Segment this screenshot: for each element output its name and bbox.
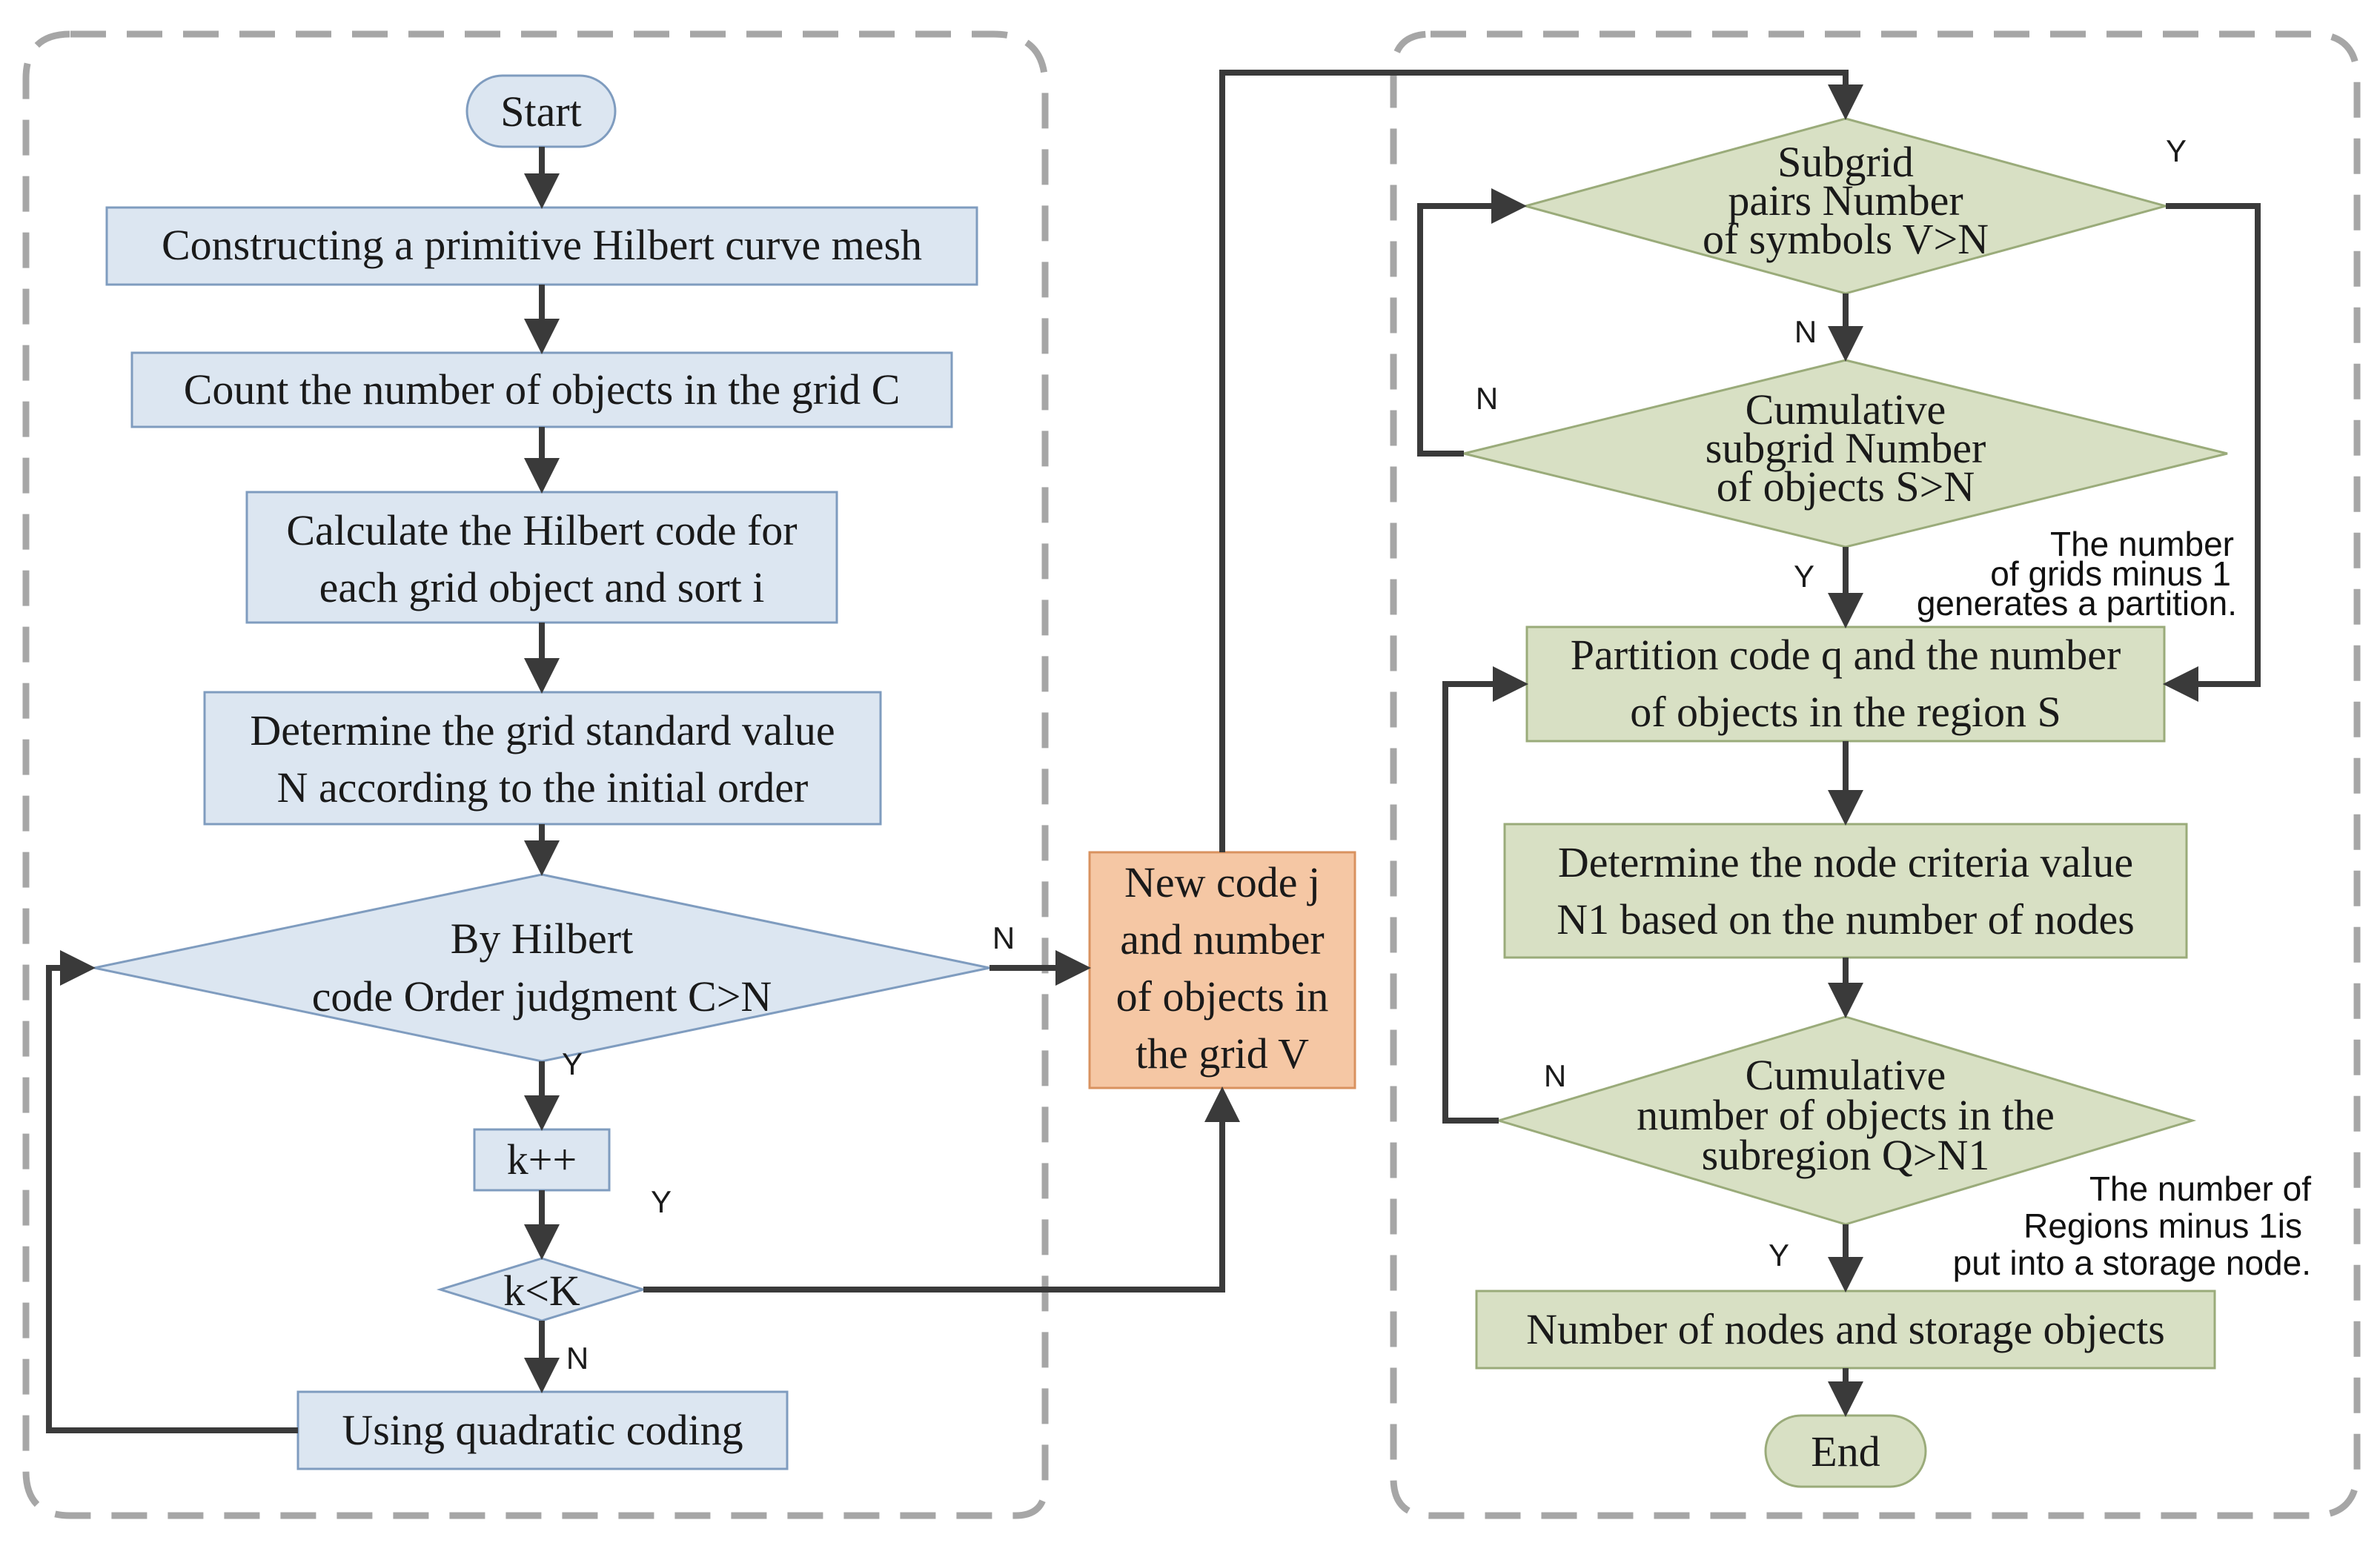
label-cumulative-no: N xyxy=(1476,381,1498,416)
count-objects-box xyxy=(130,351,953,428)
k-check-label: k<K xyxy=(503,1267,580,1315)
cumulative-subgrid-label-line3: of objects S>N xyxy=(1717,462,1975,511)
partition-code-box xyxy=(1525,626,2166,743)
subgrid-symbols-label-line3: of symbols V>N xyxy=(1703,215,1989,263)
cumulative-subgrid-label-line1: Cumulative xyxy=(1746,385,1946,434)
hilbert-judgment-label-line1: By Hilbert xyxy=(451,915,633,963)
new-code-label-line3: of objects in xyxy=(1116,972,1329,1021)
arrow-subgrid-yes-to-partition xyxy=(2163,203,2261,702)
subgrid-symbols-label-line1: Subgrid xyxy=(1777,138,1914,186)
grid-standard-label-line1: Determine the grid standard value xyxy=(250,706,835,754)
calculate-hilbert-box xyxy=(245,491,838,624)
arrow-subregion-loop-back xyxy=(1442,666,1528,1124)
cumulative-subgrid-label-line2: subgrid Number xyxy=(1706,424,1986,472)
cumulative-subregion-label-line1: Cumulative xyxy=(1746,1051,1946,1099)
grid-standard-box xyxy=(203,691,882,826)
new-code-label-line2: and number xyxy=(1120,915,1324,963)
node-criteria-box xyxy=(1503,823,2188,959)
partition-note-line2: of grids minus 1 xyxy=(1990,554,2231,593)
label-subregion-yes: Y xyxy=(1769,1238,1789,1272)
start-label: Start xyxy=(500,87,582,136)
arrow-quadratic-loop-back xyxy=(46,950,298,1433)
label-k-yes: Y xyxy=(651,1184,672,1219)
partition-code-label-line2: of objects in the region S xyxy=(1630,688,2061,736)
arrow-cumulative-loop-back xyxy=(1417,188,1527,457)
construct-mesh-label: Constructing a primitive Hilbert curve m… xyxy=(162,221,922,269)
cumulative-subregion-label-line3: subregion Q>N1 xyxy=(1702,1131,1990,1179)
partition-note-line1: The number xyxy=(2050,525,2234,563)
grid-standard-label-line2: N according to the initial order xyxy=(277,763,809,812)
label-judgment-yes: Y xyxy=(562,1046,583,1081)
calculate-hilbert-label-line2: each grid object and sort i xyxy=(319,563,765,611)
label-judgment-no: N xyxy=(992,920,1015,955)
quadratic-coding-box xyxy=(296,1390,789,1470)
label-subgrid-yes: Y xyxy=(2166,133,2187,168)
k-increment-label: k++ xyxy=(507,1135,577,1184)
nodes-storage-box xyxy=(1475,1290,2216,1370)
count-objects-label: Count the number of objects in the grid … xyxy=(184,365,901,414)
construct-mesh-box xyxy=(105,206,978,286)
hilbert-judgment-label-line2: code Order judgment C>N xyxy=(312,972,772,1021)
label-kcheck-no: N xyxy=(566,1341,589,1376)
arrow-kcheck-to-newcode xyxy=(643,1086,1240,1293)
right-dashed-frame xyxy=(1390,30,2361,1519)
quadratic-coding-label: Using quadratic coding xyxy=(342,1406,743,1454)
label-subgrid-no: N xyxy=(1794,314,1817,349)
arrow-newcode-to-subgrid xyxy=(1219,70,1863,852)
new-code-label-line1: New code j xyxy=(1124,858,1320,906)
node-criteria-label-line2: N1 based on the number of nodes xyxy=(1557,895,2135,943)
storage-note-line2: Regions minus 1is xyxy=(2023,1207,2302,1245)
cumulative-subregion-label-line2: number of objects in the xyxy=(1637,1091,2055,1139)
hilbert-judgment-decision xyxy=(93,873,990,1063)
partition-note-line3: generates a partition. xyxy=(1917,584,2237,623)
label-subregion-no: N xyxy=(1544,1058,1566,1093)
end-label: End xyxy=(1811,1427,1880,1476)
calculate-hilbert-label-line1: Calculate the Hilbert code for xyxy=(286,506,797,554)
label-cumulative-yes: Y xyxy=(1794,559,1814,594)
new-code-label-line4: the grid V xyxy=(1136,1029,1309,1078)
storage-note-line1: The number of xyxy=(2089,1169,2311,1208)
subgrid-symbols-label-line2: pairs Number xyxy=(1728,176,1963,225)
nodes-storage-label: Number of nodes and storage objects xyxy=(1526,1305,2165,1353)
storage-note-line3: put into a storage node. xyxy=(1953,1244,2311,1282)
left-dashed-frame xyxy=(22,30,1049,1519)
node-criteria-label-line1: Determine the node criteria value xyxy=(1558,838,2133,886)
partition-code-label-line1: Partition code q and the number xyxy=(1571,631,2121,679)
